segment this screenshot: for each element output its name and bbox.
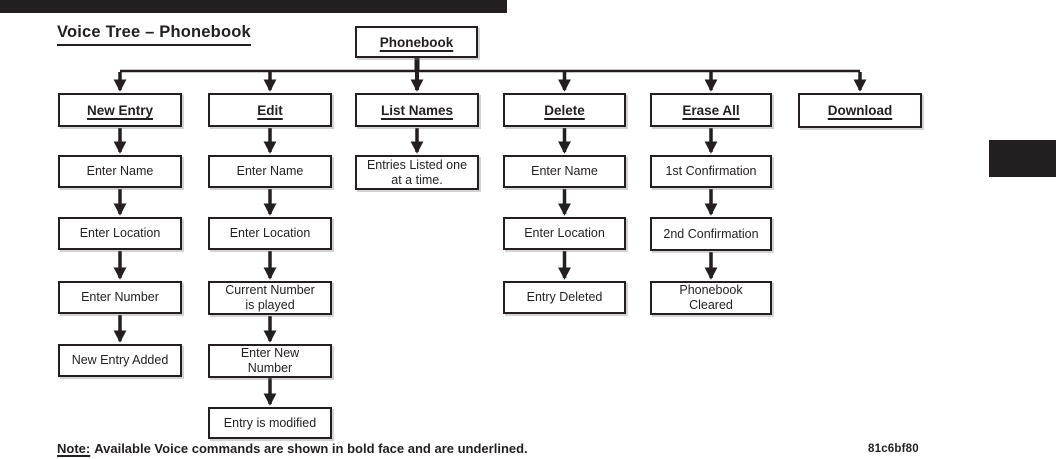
section-tab-marker — [989, 140, 1056, 177]
footnote: Note:Available Voice commands are shown … — [57, 441, 528, 456]
step-label: Entry is modified — [223, 415, 317, 430]
branch-header-new-entry: New Entry — [58, 93, 182, 127]
step-erase-all-1st-confirmation: 1st Confirmation — [650, 155, 772, 188]
step-label: Enter Number — [81, 290, 159, 304]
step-edit-current-number-played: Current Number is played — [208, 281, 332, 315]
step-delete-enter-name: Enter Name — [503, 155, 626, 188]
step-edit-enter-location: Enter Location — [208, 217, 332, 250]
step-list-names-entries-listed: Entries Listed one at a time. — [355, 155, 479, 190]
footnote-label: Note: — [57, 441, 91, 456]
step-new-entry-enter-number: Enter Number — [58, 281, 182, 314]
page-title: Voice Tree – Phonebook — [57, 23, 251, 46]
branch-label: Erase All — [682, 102, 740, 118]
step-label: Enter Location — [524, 226, 605, 240]
branch-label: Edit — [257, 102, 283, 118]
step-label: Enter Name — [86, 164, 154, 178]
step-label: Phonebook Cleared — [679, 283, 743, 312]
branch-label: Delete — [544, 102, 585, 118]
branch-label: New Entry — [86, 102, 154, 118]
node-label: Phonebook — [379, 34, 454, 50]
step-delete-enter-location: Enter Location — [503, 217, 626, 250]
step-erase-all-phonebook-cleared: Phonebook Cleared — [650, 281, 772, 315]
step-edit-enter-name: Enter Name — [208, 155, 332, 188]
branch-header-download: Download — [798, 93, 922, 128]
step-erase-all-2nd-confirmation: 2nd Confirmation — [650, 217, 772, 251]
step-new-entry-added: New Entry Added — [58, 344, 182, 377]
step-new-entry-enter-location: Enter Location — [58, 217, 182, 250]
step-label: Entry Deleted — [526, 290, 603, 304]
figure-code: 81c6bf80 — [868, 443, 919, 455]
step-label: 2nd Confirmation — [663, 226, 759, 241]
step-label: Entries Listed one at a time. — [366, 157, 468, 187]
branch-label: List Names — [380, 102, 454, 118]
step-new-entry-enter-name: Enter Name — [58, 155, 182, 188]
step-edit-entry-modified: Entry is modified — [208, 407, 332, 439]
step-label: Enter Location — [229, 226, 311, 240]
step-label: Enter Name — [236, 164, 304, 178]
branch-header-delete: Delete — [503, 93, 626, 127]
footnote-text: Available Voice commands are shown in bo… — [94, 441, 528, 456]
branch-header-list-names: List Names — [355, 93, 479, 127]
page-title-text: Voice Tree – Phonebook — [57, 23, 251, 46]
step-delete-entry-deleted: Entry Deleted — [503, 281, 626, 314]
branch-header-edit: Edit — [208, 93, 332, 127]
step-edit-enter-new-number: Enter New Number — [208, 344, 332, 378]
step-label: Enter Name — [531, 164, 598, 178]
step-label: New Entry Added — [71, 353, 169, 367]
step-label: Current Number is played — [225, 283, 315, 312]
branch-header-erase-all: Erase All — [650, 93, 772, 127]
step-label: Enter New Number — [240, 346, 300, 375]
top-black-bar — [0, 0, 507, 13]
node-phonebook-root: Phonebook — [355, 26, 478, 58]
branch-label: Download — [827, 103, 893, 118]
step-label: Enter Location — [79, 226, 161, 240]
step-label: 1st Confirmation — [665, 164, 757, 178]
